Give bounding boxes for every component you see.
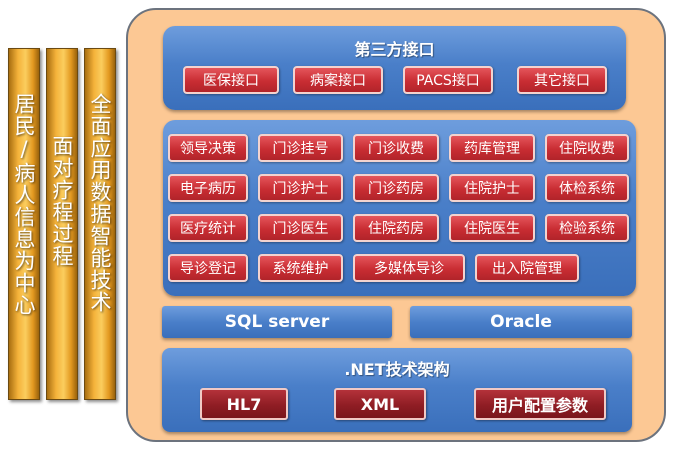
module-inpatient-pharmacy: 住院药房 [353,214,439,242]
module-inpatient-doctor: 住院医生 [449,214,535,242]
user-config-params-block: 用户配置参数 [474,388,606,420]
module-outpatient-pharmacy: 门诊药房 [353,174,439,202]
column-data-intelligence: 全面应用数据智能技术 [84,48,116,400]
oracle-bar: Oracle [410,306,632,338]
module-inpatient-nurse: 住院护士 [449,174,535,202]
module-outpatient-doctor: 门诊医生 [258,214,343,242]
other-interface: 其它接口 [517,66,607,94]
medical-insurance-interface: 医保接口 [183,66,279,94]
module-physical-exam: 体检系统 [545,174,629,202]
module-multimedia-guide: 多媒体导诊 [353,254,465,282]
module-admission-discharge: 出入院管理 [475,254,579,282]
module-laboratory: 检验系统 [545,214,629,242]
module-emr: 电子病历 [168,174,248,202]
hl7-block: HL7 [200,388,288,420]
module-pharmacy-warehouse: 药库管理 [449,134,535,162]
module-medical-statistics: 医疗统计 [168,214,248,242]
module-outpatient-registration: 门诊挂号 [258,134,343,162]
column-residents-patients-center: 居民/病人信息为中心 [8,48,40,400]
architecture-container: 第三方接口 医保接口 病案接口 PACS接口 其它接口 领导决策 门诊挂号 门诊… [126,8,666,442]
pacs-interface: PACS接口 [403,66,493,94]
case-record-interface: 病案接口 [293,66,383,94]
framework-title: .NET技术架构 [344,360,450,379]
module-leadership-decision: 领导决策 [168,134,248,162]
column-label: 面对疗程过程 [50,135,74,267]
xml-block: XML [334,388,426,420]
module-inpatient-billing: 住院收费 [545,134,629,162]
module-guide-registration: 导诊登记 [168,254,248,282]
column-label: 全面应用数据智能技术 [88,93,112,313]
third-party-interface-band: 第三方接口 医保接口 病案接口 PACS接口 其它接口 [163,26,626,110]
module-outpatient-billing: 门诊收费 [353,134,439,162]
module-outpatient-nurse: 门诊护士 [258,174,343,202]
sql-server-bar: SQL server [162,306,392,338]
column-label: 居民/病人信息为中心 [12,93,36,316]
modules-band: 领导决策 门诊挂号 门诊收费 药库管理 住院收费 电子病历 门诊护士 门诊药房 … [163,120,636,296]
dotnet-framework-band: .NET技术架构 HL7 XML 用户配置参数 [162,348,632,432]
column-treatment-process: 面对疗程过程 [46,48,78,400]
module-system-maintenance: 系统维护 [258,254,343,282]
third-party-title: 第三方接口 [354,40,435,59]
